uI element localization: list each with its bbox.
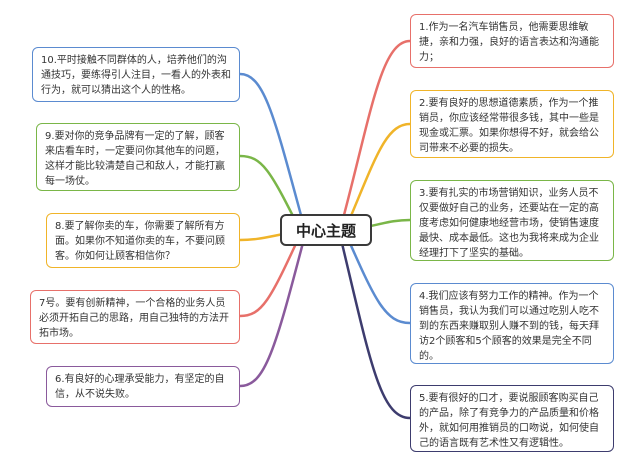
link-7: [239, 234, 302, 318]
topic-7[interactable]: 7号。要有创新精神，一个合格的业务人员必须开拓自己的思路，用自己独特的方法开拓市…: [30, 290, 240, 344]
link-4: [343, 231, 411, 325]
topic-6[interactable]: 6.有良好的心理承受能力，有坚定的自信，从不说失败。: [46, 366, 240, 407]
topic-3[interactable]: 3.要有扎实的市场营销知识，业务人员不仅要做好自己的业务，还要站在一定的高度考虑…: [410, 180, 614, 261]
link-9: [239, 154, 302, 231]
topic-5[interactable]: 5.要有很好的口才，要说服顾客购买自己的产品，除了有竞争力的产品质量和价格外，就…: [410, 385, 614, 452]
link-5: [338, 234, 411, 420]
topic-9[interactable]: 9.要对你的竞争品牌有一定的了解，顾客来店看车时，一定要问你其他车的问题，这样才…: [36, 123, 240, 191]
link-2: [343, 122, 411, 231]
topic-2[interactable]: 2.要有良好的思想道德素质，作为一个推销员，你应该经常带很多钱，其中一些是现金或…: [410, 90, 614, 158]
central-topic[interactable]: 中心主题: [280, 214, 372, 246]
topic-8[interactable]: 8.要了解你卖的车，你需要了解所有方面。如果你不知道你卖的车，不要问顾客。你如何…: [46, 213, 240, 268]
topic-4[interactable]: 4.我们应该有努力工作的精神。作为一个销售员，我认为我们可以通过吃别人吃不到的东…: [410, 283, 614, 364]
link-1: [338, 39, 411, 231]
topic-10[interactable]: 10.平时接触不同群体的人，培养他们的沟通技巧，要练得引人注目，一看人的外表和行…: [32, 47, 240, 102]
link-10: [239, 72, 307, 231]
topic-1[interactable]: 1.作为一名汽车销售员，他需要思维敏捷，亲和力强，良好的语言表达和沟通能力；: [410, 14, 614, 68]
link-6: [239, 234, 307, 388]
